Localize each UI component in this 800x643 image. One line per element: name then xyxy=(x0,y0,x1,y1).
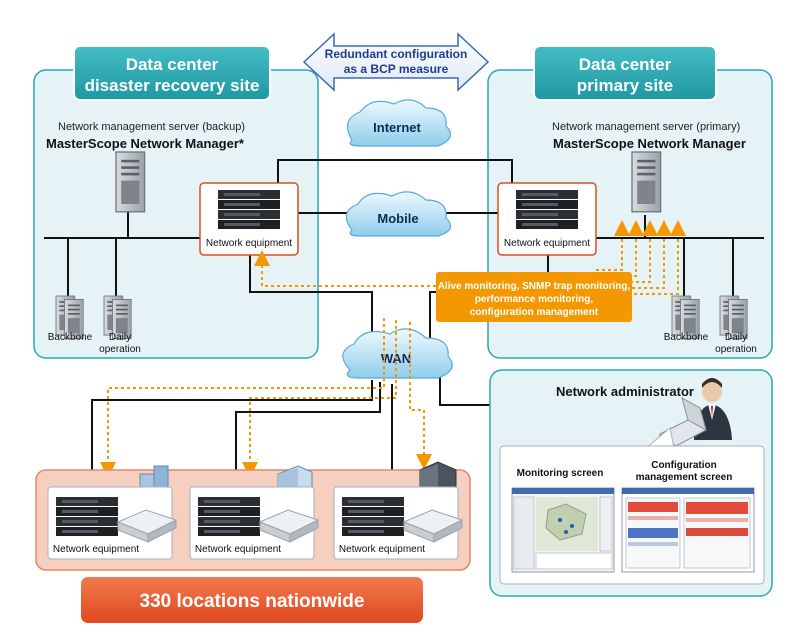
primary-site-title-tab xyxy=(533,45,717,101)
dr-product-name: MasterScope Network Manager* xyxy=(46,136,245,151)
primary-daily-line2: operation xyxy=(715,344,757,355)
location-equipment-2: Network equipment xyxy=(189,486,319,560)
location-equipment-3: Network equipment xyxy=(333,486,463,560)
dr-server-label: Network management server (backup) xyxy=(58,121,245,133)
config-screen-line2: management screen xyxy=(636,472,733,483)
primary-backbone-label: Backbone xyxy=(664,332,709,343)
mobile-cloud-label: Mobile xyxy=(377,211,418,226)
internet-cloud: Internet xyxy=(346,99,452,147)
primary-site-title-line2: primary site xyxy=(577,76,673,95)
dr-backbone-label: Backbone xyxy=(48,332,93,343)
monitoring-line1: Alive monitoring, SNMP trap monitoring, xyxy=(438,281,631,292)
primary-daily-line1: Daily xyxy=(725,332,747,343)
monitoring-screen-thumbnail xyxy=(511,487,615,573)
dr-management-server xyxy=(115,151,146,213)
primary-product-name: MasterScope Network Manager xyxy=(553,136,746,151)
internet-cloud-label: Internet xyxy=(373,120,421,135)
location-equipment-label-3: Network equipment xyxy=(339,544,425,555)
dr-daily-line1: Daily xyxy=(109,332,131,343)
monitoring-line3: configuration management xyxy=(470,307,599,318)
location-equipment-1: Network equipment xyxy=(47,486,177,560)
dr-network-equipment: Network equipment xyxy=(199,182,299,256)
location-equipment-label-1: Network equipment xyxy=(53,544,139,555)
primary-site-title-line1: Data center xyxy=(579,55,672,74)
dr-site-title-line1: Data center xyxy=(126,55,219,74)
location-equipment-label-2: Network equipment xyxy=(195,544,281,555)
primary-equipment-label: Network equipment xyxy=(504,238,590,249)
monitoring-line2: performance monitoring, xyxy=(475,294,594,305)
config-screen-line1: Configuration xyxy=(651,460,717,471)
dr-daily-line2: operation xyxy=(99,344,141,355)
monitoring-callout xyxy=(436,272,632,322)
redundancy-text-line1: Redundant configuration xyxy=(325,47,468,61)
monitoring-screen-label: Monitoring screen xyxy=(517,468,604,479)
dr-site-title-line2: disaster recovery site xyxy=(85,76,260,95)
primary-management-server xyxy=(631,151,662,213)
primary-network-equipment: Network equipment xyxy=(497,182,597,256)
monitoring-arrows xyxy=(100,220,686,478)
locations-banner xyxy=(79,575,425,625)
admin-title: Network administrator xyxy=(556,384,694,399)
config-screen-thumbnail xyxy=(621,487,755,573)
dr-site-title-tab xyxy=(73,45,271,101)
dr-equipment-label: Network equipment xyxy=(206,238,292,249)
primary-server-label: Network management server (primary) xyxy=(552,121,740,133)
redundancy-double-arrow xyxy=(302,32,490,92)
mobile-cloud: Mobile xyxy=(345,191,452,237)
locations-banner-text: 330 locations nationwide xyxy=(140,591,365,612)
redundancy-text-line2: as a BCP measure xyxy=(344,62,449,76)
wan-cloud: WAN xyxy=(342,328,453,379)
